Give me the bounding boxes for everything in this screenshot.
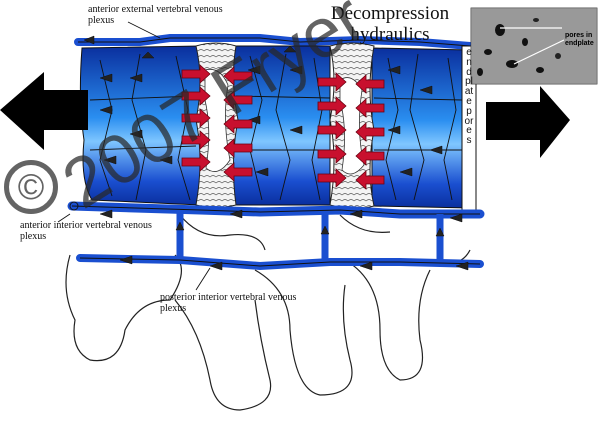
endplate-micrograph (470, 7, 598, 85)
right-distraction-arrow (486, 86, 570, 158)
venous-network (89, 53, 463, 201)
pressure-arrows (181, 64, 385, 190)
anterior-external-label: anterior external vertebral venous plexu… (88, 4, 223, 26)
diagram-title: Decompression hydraulics (330, 3, 450, 45)
connecting-veins (176, 210, 444, 262)
posterior-interior-label: posterior interior vertebral venous plex… (160, 292, 297, 314)
left-distraction-arrow (0, 72, 88, 150)
leader-lines (57, 21, 211, 291)
flow-arrows (83, 35, 469, 271)
disc-1 (195, 42, 239, 208)
anterior-interior-label: anterior interior vertebral venous plexu… (20, 220, 152, 242)
copyright-symbol: © (4, 160, 58, 214)
endplate-pores-label: endplatepores (464, 47, 474, 147)
pores-in-endplate-label: pores in endplate (565, 32, 594, 47)
vertebral-bodies (79, 45, 201, 206)
